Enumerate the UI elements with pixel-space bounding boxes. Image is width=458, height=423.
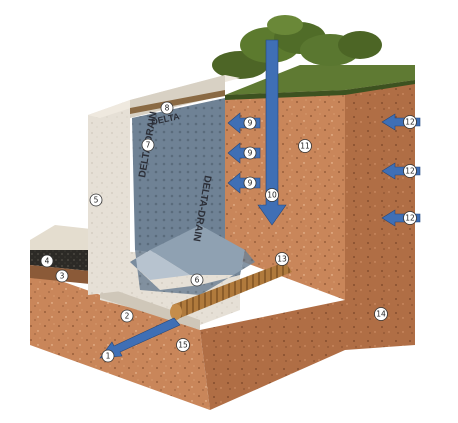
svg-text:2: 2 — [125, 312, 130, 321]
callout-12c: 12 — [403, 211, 417, 225]
callout-12b: 12 — [403, 164, 417, 178]
patio-slab-top — [30, 225, 100, 250]
shrub-foliage — [212, 15, 382, 79]
callout-markers: 1 2 3 4 5 6 7 8 9 9 9 10 11 12 12 12 13 … — [40, 101, 417, 363]
callout-5: 5 — [89, 193, 103, 207]
svg-text:12: 12 — [405, 214, 415, 223]
svg-text:14: 14 — [376, 310, 386, 319]
callout-1: 1 — [101, 349, 115, 363]
callout-7: 7 — [141, 138, 155, 152]
svg-text:9: 9 — [248, 179, 253, 188]
callout-4: 4 — [40, 254, 54, 268]
backfill-soil — [225, 90, 345, 300]
soil-front-face — [30, 270, 210, 410]
svg-text:6: 6 — [195, 276, 200, 285]
svg-text:9: 9 — [248, 119, 253, 128]
callout-2: 2 — [120, 309, 134, 323]
soil-right-face — [345, 80, 415, 350]
svg-text:5: 5 — [94, 196, 99, 205]
callout-12a: 12 — [403, 115, 417, 129]
svg-text:13: 13 — [277, 255, 287, 264]
svg-text:9: 9 — [248, 149, 253, 158]
callout-9c: 9 — [243, 176, 257, 190]
callout-6: 6 — [190, 273, 204, 287]
callout-8: 8 — [160, 101, 174, 115]
callout-9b: 9 — [243, 146, 257, 160]
drainage-membrane — [132, 98, 240, 265]
callout-15: 15 — [176, 338, 190, 352]
foundation-wall-front — [88, 100, 130, 295]
membrane-bottom-dimples — [130, 250, 255, 295]
callout-3: 3 — [55, 269, 69, 283]
svg-text:12: 12 — [405, 118, 415, 127]
membrane-flap-fold — [130, 250, 190, 280]
svg-text:4: 4 — [45, 257, 50, 266]
svg-text:12: 12 — [405, 167, 415, 176]
callout-11: 11 — [298, 139, 312, 153]
svg-text:11: 11 — [300, 142, 310, 151]
callout-10: 10 — [265, 188, 279, 202]
callout-13: 13 — [275, 252, 289, 266]
drain-pipe-end — [170, 304, 182, 320]
callout-9a: 9 — [243, 116, 257, 130]
svg-text:15: 15 — [178, 341, 188, 350]
svg-text:3: 3 — [60, 272, 65, 281]
soil-front-face-right — [200, 300, 345, 410]
termination-strip — [130, 90, 225, 114]
svg-text:7: 7 — [146, 141, 151, 150]
drain-pipe — [172, 262, 292, 318]
callout-14: 14 — [374, 307, 388, 321]
water-arrow-vertical — [257, 39, 287, 226]
membrane-flap — [150, 225, 245, 275]
svg-text:1: 1 — [106, 352, 111, 361]
svg-text:8: 8 — [165, 104, 170, 113]
svg-text:10: 10 — [267, 191, 277, 200]
